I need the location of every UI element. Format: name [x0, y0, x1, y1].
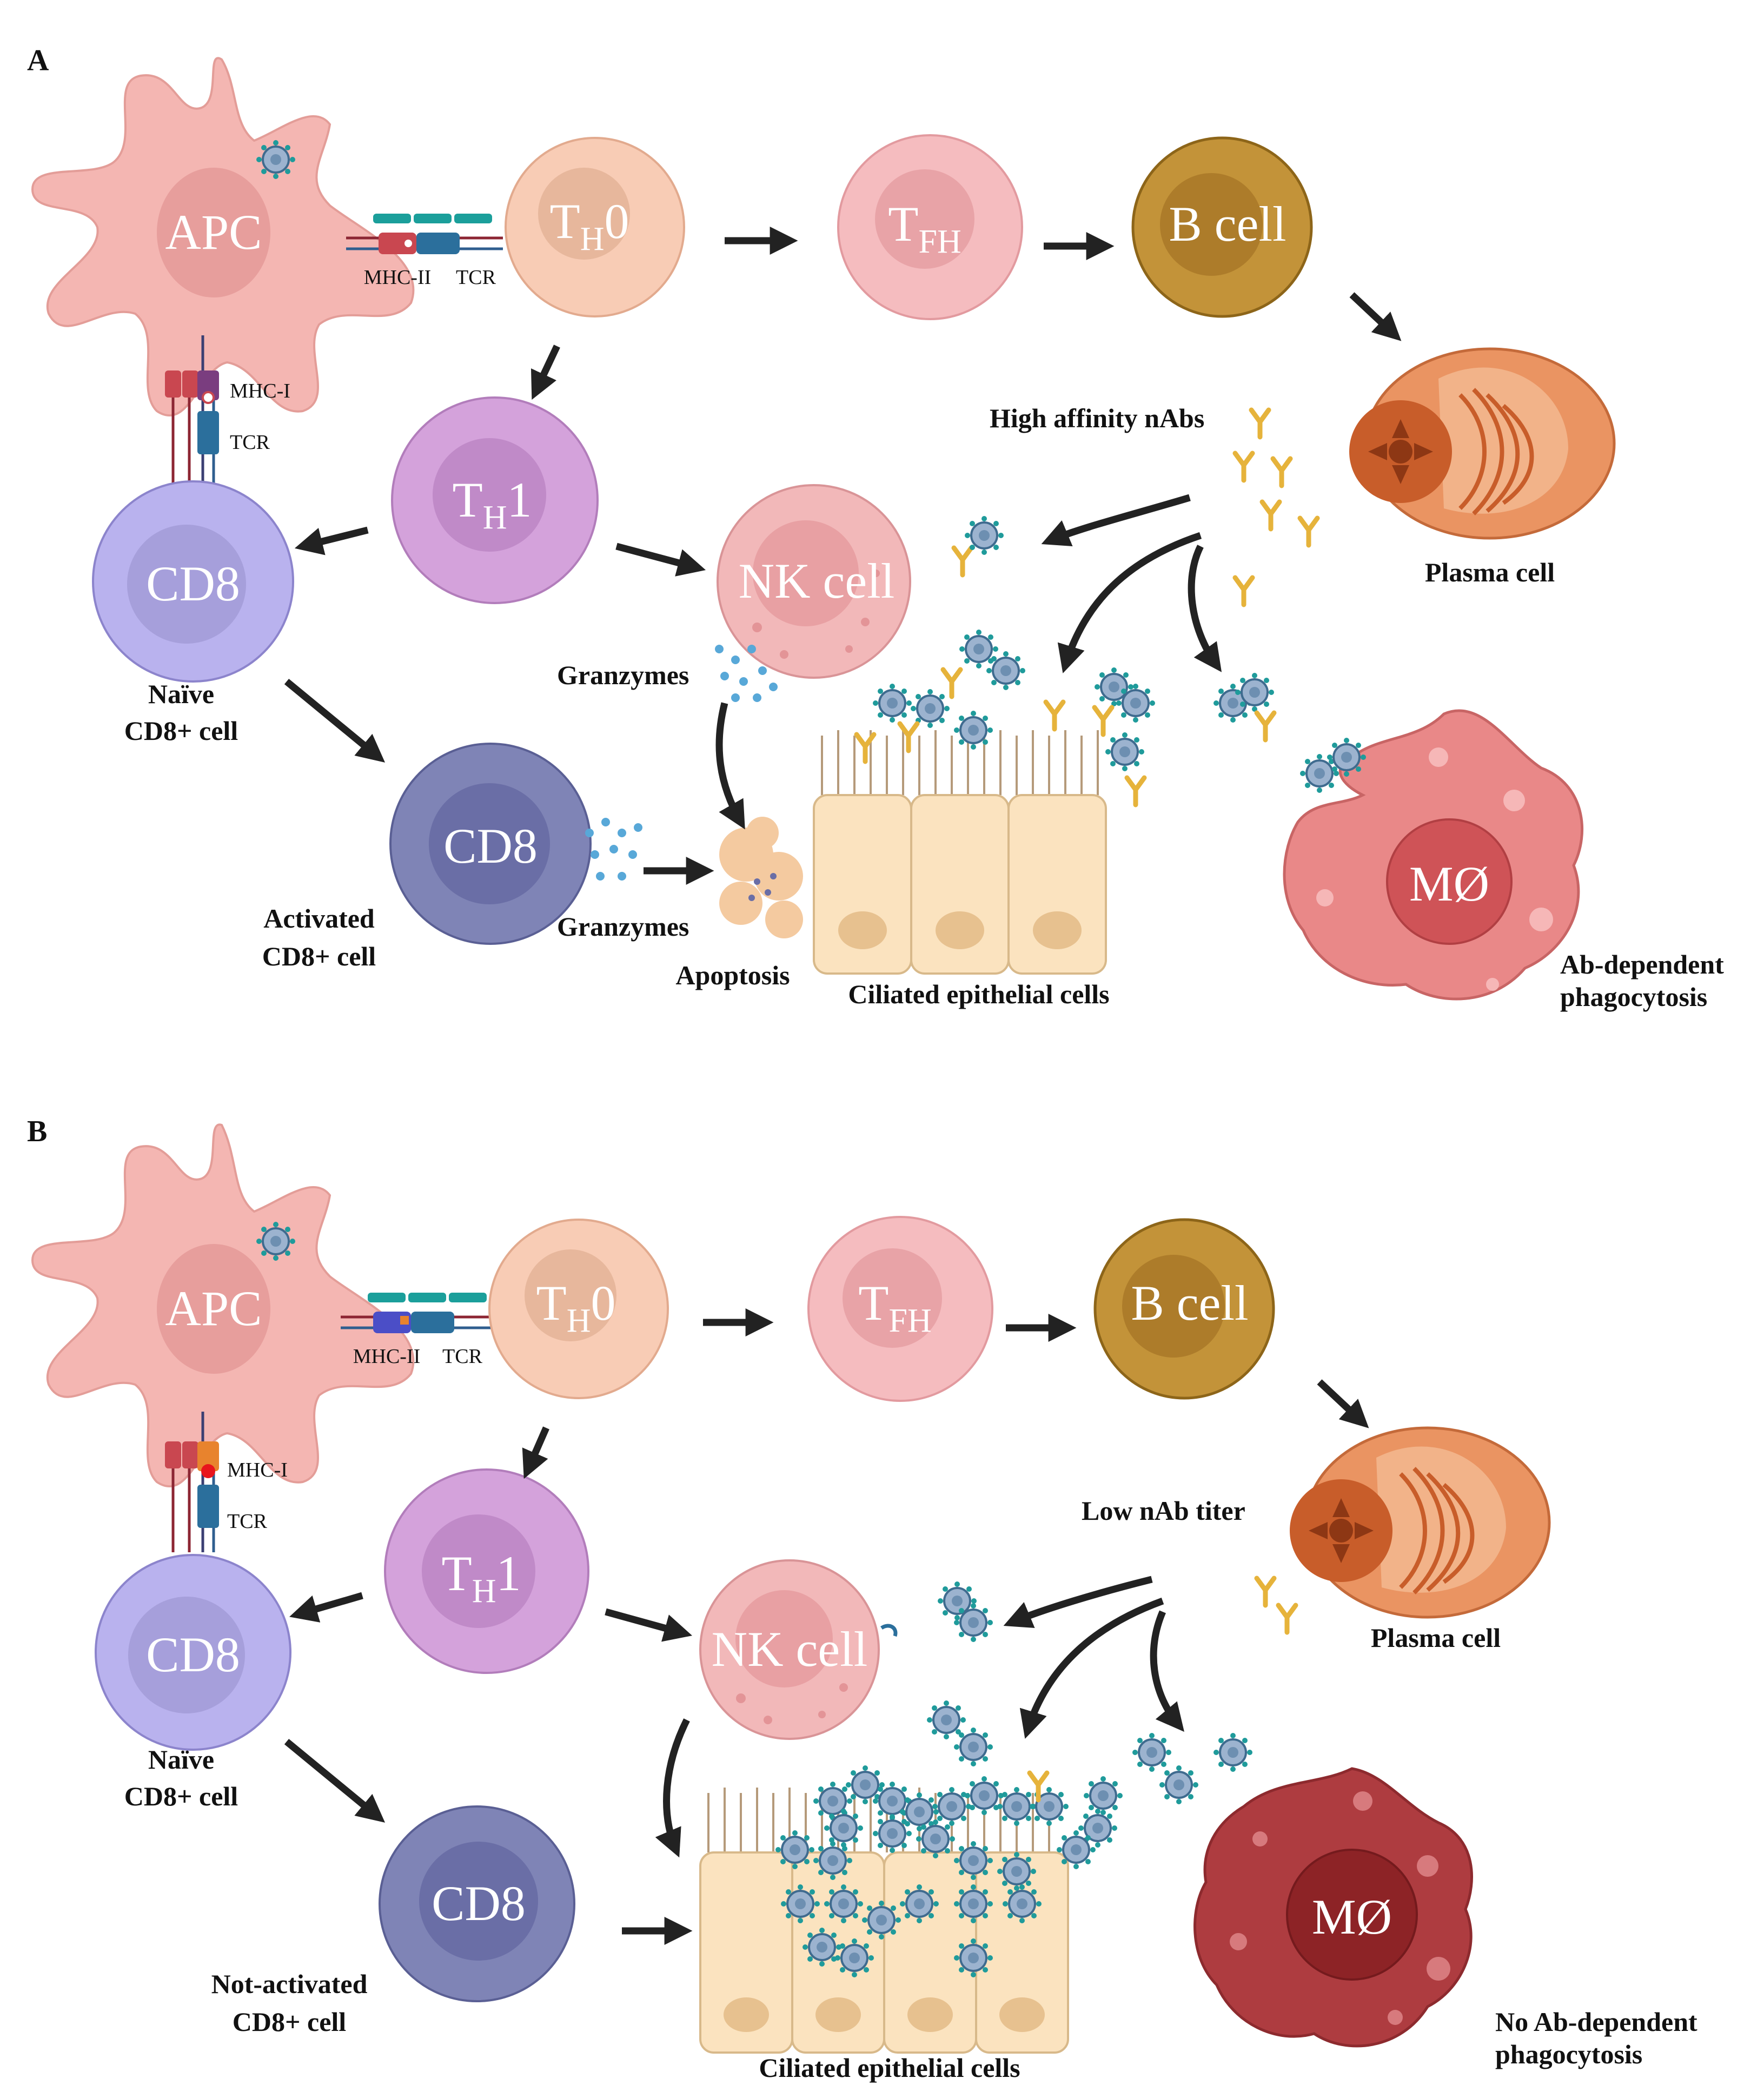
active-caption-line2: CD8+ cell [233, 2007, 346, 2037]
tcr-label-side: TCR [227, 1510, 268, 1533]
th1-cell: TH1 [391, 396, 599, 604]
plasma-caption: Plasma cell [1425, 557, 1555, 587]
panel-letter: A [27, 44, 49, 77]
plasma-caption: Plasma cell [1371, 1623, 1501, 1653]
active-caption-line2: CD8+ cell [262, 941, 376, 971]
th0-label: TH0 [536, 1275, 616, 1339]
panel-a: A APC MHC-II TCR [27, 44, 1724, 1012]
nk-label: NK cell [739, 553, 895, 608]
nk-cell: NK cell [699, 1559, 994, 1740]
apc-label: APC [165, 1281, 262, 1336]
panel-letter: B [27, 1115, 47, 1148]
granzymes-nk-label: Granzymes [557, 660, 689, 690]
bcell-label: B cell [1169, 196, 1286, 252]
tcr-label-side: TCR [230, 431, 270, 454]
naive-cd8-label: CD8 [146, 556, 240, 611]
naive-cd8-cell: CD8 Naïve CD8+ cell [92, 480, 294, 746]
mo-caption-line2: phagocytosis [1495, 2039, 1642, 2069]
activated-cd8-cell: CD8 Activated CD8+ cell Granzymes [262, 743, 689, 971]
mo-caption-line2: phagocytosis [1560, 982, 1707, 1012]
virus-icon [255, 1221, 296, 1262]
naive-caption-line1: Naïve [148, 1744, 214, 1775]
tfh-label: TFH [888, 196, 961, 260]
not-activated-cd8-cell: CD8 Not-activated CD8+ cell [211, 1805, 575, 2037]
active-caption-line1: Not-activated [211, 1969, 368, 1999]
mhc1-label: MHC-I [230, 380, 290, 402]
bcell-label: B cell [1131, 1275, 1248, 1331]
mo-caption-line1: No Ab-dependent [1495, 2007, 1697, 2037]
apc-cell: APC [31, 1123, 415, 1488]
macrophage-label: MØ [1409, 856, 1489, 911]
antibody-label: Low nAb titer [1082, 1495, 1245, 1526]
tcr-label: TCR [456, 266, 496, 289]
tfh-label: TFH [858, 1275, 931, 1339]
virus-icon [964, 515, 1005, 556]
nk-label: NK cell [712, 1622, 868, 1677]
mhc2-tcr-receptor: MHC-II TCR [341, 1293, 492, 1368]
mhc1-tcr-receptor: MHC-I TCR [165, 335, 290, 487]
macrophage: MØ No Ab-dependent phagocytosis [1193, 1767, 1697, 2069]
panel-b: B APC MHC-II TCR [27, 1115, 1697, 2083]
epithelium-caption: Ciliated epithelial cells [848, 979, 1109, 1009]
arrows-panel-b [284, 1308, 1369, 1945]
mhc2-label: MHC-II [353, 1345, 421, 1368]
apoptotic-cell: Apoptosis [675, 817, 803, 990]
apoptosis-label: Apoptosis [675, 960, 790, 990]
tfh-cell: TFH [837, 134, 1023, 320]
antibody-label: High affinity nAbs [990, 403, 1204, 433]
th1-cell: TH1 [384, 1468, 589, 1674]
active-cd8-label: CD8 [443, 818, 538, 873]
granzymes-cd8 [585, 818, 642, 881]
plasma-cell: Plasma cell [1290, 1426, 1551, 1653]
apc-cell: APC [31, 57, 415, 417]
granzymes-cd8-label: Granzymes [557, 911, 689, 942]
macrophage: MØ Ab-dependent phagocytosis [1283, 709, 1724, 1012]
naive-cd8-cell: CD8 Naïve CD8+ cell [95, 1554, 291, 1811]
free-antibodies [1257, 1578, 1296, 1632]
mhc1-tcr-receptor: MHC-I TCR [165, 1412, 288, 1552]
naive-caption-line1: Naïve [148, 679, 214, 709]
epithelium-caption: Ciliated epithelial cells [759, 2053, 1020, 2083]
th1-label: TH1 [453, 472, 532, 536]
mhc2-label: MHC-II [364, 266, 432, 289]
active-caption-line1: Activated [263, 903, 375, 934]
b-cell: B cell [1131, 136, 1313, 318]
free-antibodies [1235, 410, 1317, 605]
macrophage-label: MØ [1312, 1889, 1392, 1944]
th1-label: TH1 [442, 1546, 521, 1610]
apc-label: APC [165, 204, 262, 260]
mhc2-tcr-receptor: MHC-II TCR [346, 214, 503, 289]
nk-cell: NK cell Granzymes [557, 484, 1005, 702]
tcr-label: TCR [442, 1345, 483, 1368]
tfh-cell: TFH [807, 1216, 993, 1402]
naive-caption-line2: CD8+ cell [124, 716, 238, 746]
virus-icon [255, 139, 296, 180]
active-cd8-label: CD8 [432, 1876, 526, 1931]
th0-label: TH0 [550, 194, 629, 257]
th0-cell: TH0 [488, 1219, 669, 1399]
arrows-panel-a [284, 227, 1402, 885]
naive-caption-line2: CD8+ cell [124, 1781, 238, 1811]
b-cell: B cell [1093, 1218, 1275, 1400]
th0-cell: TH0 [505, 137, 685, 317]
ciliated-epithelium: Ciliated epithelial cells [813, 730, 1110, 1009]
naive-cd8-label: CD8 [146, 1627, 240, 1682]
mhc1-label: MHC-I [227, 1459, 288, 1481]
mo-caption-line1: Ab-dependent [1560, 949, 1724, 979]
plasma-cell: Plasma cell [1349, 347, 1616, 587]
granzymes-nk [715, 645, 778, 702]
